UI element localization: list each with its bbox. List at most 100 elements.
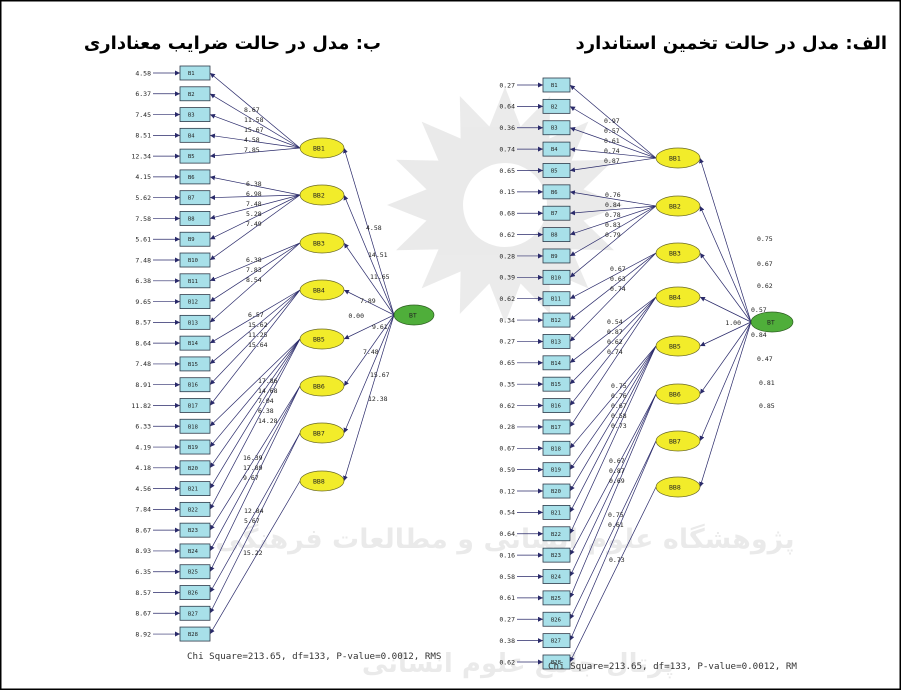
indicator-box [542,462,571,478]
indicator-label: B2 [551,104,558,110]
factor-ellipse [299,184,345,206]
error-value: 0.62 [499,231,515,239]
loading-label: 15.62 [248,321,268,329]
fit-statistics: Chi Square=213.65, df=133, P-value=0.001… [548,661,797,672]
loading-label: 0.79 [605,231,621,239]
loading-label: 5.67 [244,517,260,525]
structural-path [343,242,395,316]
indicator-box [542,547,571,563]
indicator-label: B14 [551,361,562,367]
loading-path [569,345,657,534]
factor-ellipse [655,335,701,357]
loading-path [569,486,657,663]
loading-path [209,242,301,282]
loading-label: 15.22 [243,549,263,557]
loading-label: 7.48 [246,200,262,208]
loading-label: 0.62 [607,338,623,346]
loading-path [209,113,301,149]
loading-path [569,296,657,406]
loading-label: 0.87 [609,467,625,475]
loading-label: 11.58 [244,116,264,124]
indicator-label: B1 [551,83,558,89]
indicator-box [179,626,211,642]
factor-label: BB2 [669,202,681,210]
structural-path [343,314,395,340]
indicator-label: B16 [551,404,561,410]
indicator-label: B26 [188,591,198,597]
structural-path [699,321,752,347]
structural-path [699,157,752,323]
structural-label: 0.84 [751,331,767,339]
loading-label: 7.49 [246,220,262,228]
structural-path [343,289,395,316]
indicator-label: B9 [551,254,558,260]
indicator-label: B13 [551,339,561,345]
indicator-label: B27 [188,611,198,617]
loading-path [569,205,657,278]
indicator-label: B1 [188,71,195,77]
factor-ellipse [655,286,701,308]
loading-path [209,72,301,149]
loading-path [209,175,301,196]
error-value: 7.48 [135,256,151,264]
loading-label: 0.61 [604,137,620,145]
error-value: 0.38 [499,637,515,645]
indicator-box [542,334,571,349]
loading-path [569,345,657,470]
loading-path [569,296,657,364]
indicator-label: B14 [188,341,199,347]
indicator-box [542,440,571,456]
indicator-box [542,269,571,285]
error-value: 8.91 [135,381,151,389]
indicator-box [179,460,211,476]
loading-label: 14.68 [258,387,278,395]
factor-label: BB2 [313,191,325,199]
indicator-label: B4 [551,147,558,153]
indicator-label: B9 [188,237,195,243]
error-value: 0.28 [499,423,515,431]
loading-path [209,432,301,593]
indicator-label: B5 [551,168,558,174]
indicator-box [179,231,211,247]
factor-ellipse [299,470,345,492]
loading-path [569,157,657,173]
indicator-box [179,273,211,289]
error-value: 0.27 [499,616,515,624]
loading-path [209,194,301,201]
indicator-label: B20 [188,466,198,472]
structural-path [699,205,752,323]
indicator-box [542,77,571,93]
indicator-box [179,252,211,268]
indicator-box [179,377,211,393]
indicator-box [179,294,211,309]
structural-label: 9.61 [372,323,388,331]
indicator-box [542,419,571,435]
error-value: 6.37 [135,90,151,98]
indicator-box [542,654,571,670]
factor-label: BB1 [313,144,325,152]
indicator-box [179,605,211,621]
error-value: 8.67 [135,610,151,618]
indicator-label: B18 [188,424,198,430]
indicator-box [542,184,571,200]
indicator-box [542,611,571,627]
loading-path [569,252,657,300]
watermark-text: پژوهشگاه علوم انسانی و مطالعات فرهنگی [215,523,794,555]
indicator-box [542,526,571,542]
indicator-label: B19 [551,468,561,474]
indicator-label: B24 [188,549,199,555]
loading-label: 4.58 [244,136,260,144]
indicator-label: B15 [188,362,198,368]
error-value: 0.28 [499,252,515,260]
indicator-label: B6 [188,175,195,181]
error-value: 4.56 [135,485,151,493]
loading-label: 6.57 [248,311,264,319]
factor-ellipse [299,137,345,159]
loading-path [569,84,657,159]
structural-label: 12.38 [368,395,388,403]
loading-label: 0.74 [604,147,620,155]
loading-path [569,205,657,216]
loading-label: 0.58 [611,412,627,420]
structural-path [699,296,752,323]
factor-label: BB8 [313,477,325,485]
